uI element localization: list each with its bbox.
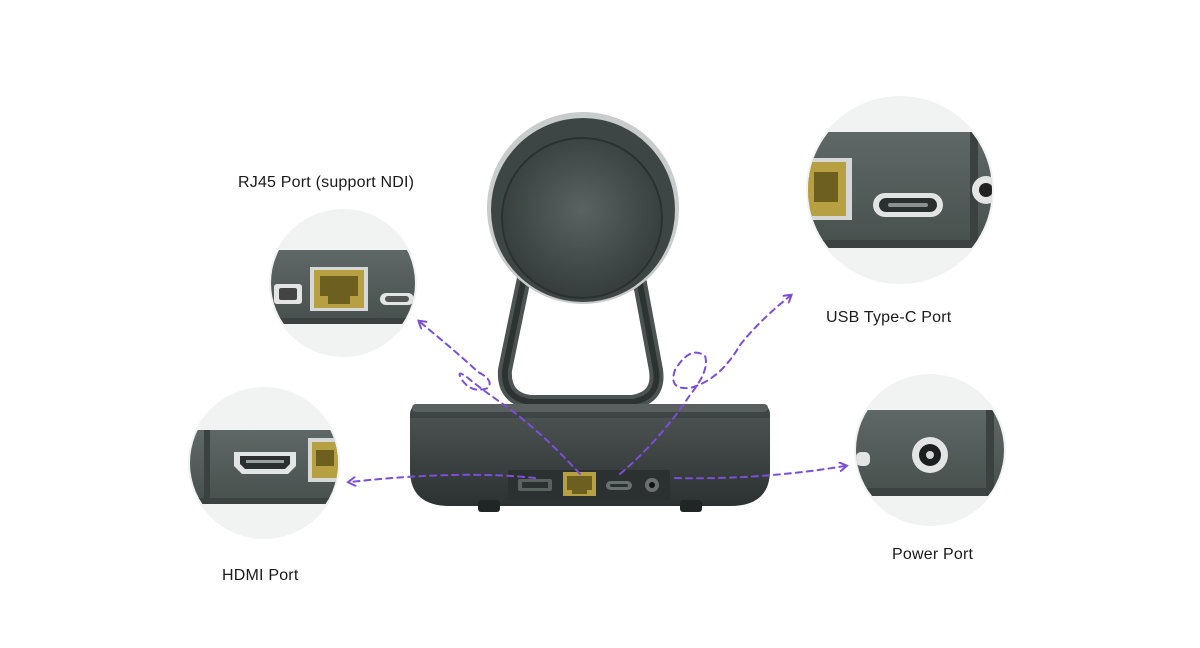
- hdmi-port-label: HDMI Port: [222, 567, 299, 584]
- arrow-to-rj45: [420, 322, 581, 475]
- rj45-bubble: [269, 209, 417, 357]
- arrow-to-hdmi: [350, 473, 536, 482]
- rj45-port-label: RJ45 Port (support NDI): [238, 174, 415, 191]
- ptz-camera-icon: [410, 112, 770, 512]
- hdmi-port-icon: [234, 452, 296, 474]
- arrow-to-usbc: [619, 296, 790, 475]
- usbc-bubble: [806, 96, 994, 284]
- power-port-label: Power Port: [892, 546, 974, 563]
- hdmi-bubble: [188, 387, 340, 539]
- usb-c-port-icon: [873, 193, 943, 217]
- power-bubble: [854, 374, 1006, 526]
- usbc-port-label: USB Type-C Port: [826, 309, 952, 326]
- callout-arrows: [350, 296, 845, 482]
- dc-power-jack-icon: [912, 437, 948, 473]
- rj45-port-icon: [310, 267, 368, 311]
